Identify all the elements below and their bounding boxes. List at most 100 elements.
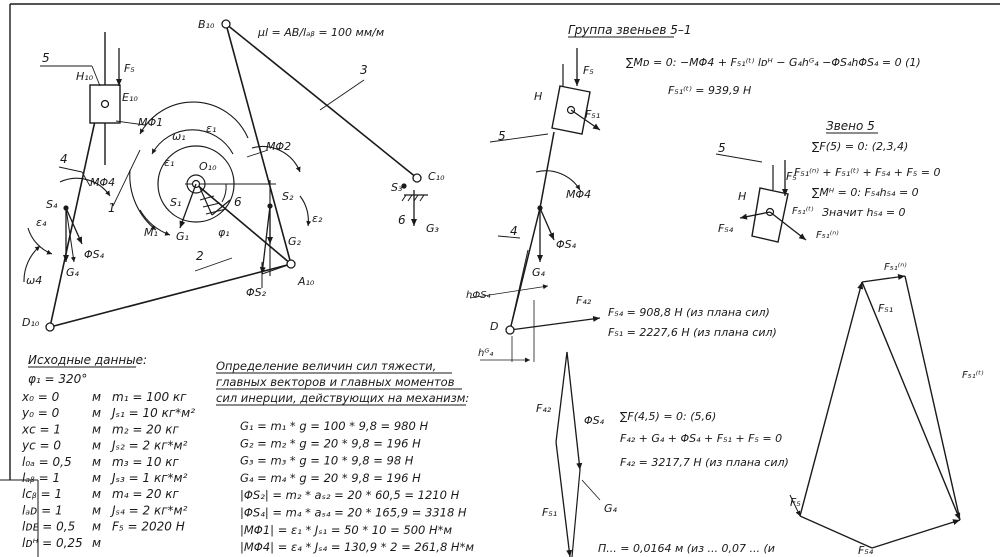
initial-row-9-col-0: lᴅᴴ = 0,25 (22, 536, 83, 550)
initial-row-2-col-1: м (92, 422, 101, 436)
result-f42: F₄₂ = 3217,7 H (из плана сил) (620, 456, 789, 469)
mechanism-labels: μl = AB/lₐᵦ = 100 мм/м B₁₀ C₁₀ A₁₀ D₁₀ E… (22, 18, 445, 329)
point-H: H₁₀ (76, 70, 94, 83)
initial-row-6-col-1: м (92, 487, 101, 501)
initial-row-5-col-0: lₐᵦ = 1 (22, 471, 60, 485)
force-PhiS2: ΦS₂ (246, 286, 267, 299)
initial-row-6-col-2: m₄ = 20 кг (112, 487, 180, 501)
initial-phi: φ₁ = 320° (28, 372, 87, 386)
initial-row-5-col-1: м (92, 471, 101, 485)
group-5-1: Группа звеньев 5–1 ∑Mᴅ = 0: −MΦ4 + F₅₁⁽ᵗ… (466, 23, 921, 363)
link5-block: Звено 5 ∑F(5) = 0: (2,3,4) F₅₁⁽ⁿ⁾ + F₅₁⁽… (715, 119, 940, 243)
inertia-line-3: G₄ = m₄ * g = 20 * 9,8 = 196 H (240, 471, 421, 485)
result-vec45: F₄₂ + G₄ + ΦS₄ + F₅₁ + F₅ = 0 (620, 432, 782, 445)
result-f51: F₅₁ = 2227,6 H (из плана сил) (608, 326, 777, 339)
phi1: φ₁ (218, 226, 230, 239)
fp-G4: G₄ (604, 502, 618, 515)
g-link-4: 4 (510, 224, 518, 238)
link5-title: Звено 5 (826, 119, 875, 133)
link5-line-4: Значит h₅₄ = 0 (822, 206, 906, 219)
point-C: C₁₀ (428, 170, 445, 183)
inertia-title-1: Определение величин сил тяжести, (216, 359, 436, 373)
point-S2: S₂ (282, 190, 294, 203)
eps2: ε₂ (312, 212, 323, 225)
inertia-line-1: G₂ = m₂ * g = 20 * 9,8 = 196 H (240, 436, 421, 450)
fp-PhiS4: ΦS₄ (584, 414, 605, 427)
inertia-title-3: сил инерции, действующих на механизм: (216, 391, 469, 405)
initial-row-1-col-1: м (92, 406, 101, 420)
force-G2: G₂ (288, 235, 302, 248)
initial-row-3-col-0: yᴄ = 0 (21, 439, 61, 453)
link-2: 2 (196, 249, 204, 263)
fp-F51: F₅₁ (878, 302, 893, 315)
force-plan-right: F₅₁⁽ⁿ⁾ F₅₁ F₅₁⁽ᵗ⁾ F₅ F₅₄ (789, 262, 984, 557)
initial-row-0-col-2: m₁ = 100 кг (112, 390, 187, 404)
fp-F51n: F₅₁⁽ⁿ⁾ (884, 262, 907, 273)
point-A: A₁₀ (297, 275, 315, 288)
initial-row-8-col-0: lᴅᴇ = 0,5 (22, 520, 75, 534)
fp-F42: F₄₂ (536, 402, 552, 415)
force-G3: G₃ (426, 222, 440, 235)
initial-row-7-col-1: м (92, 503, 101, 517)
label-scale: μl = AB/lₐᵦ = 100 мм/м (257, 26, 384, 39)
initial-row-4-col-2: m₃ = 10 кг (112, 455, 180, 469)
moment-MPhi2: MΦ2 (266, 140, 291, 153)
g-PhiS4: ΦS₄ (556, 238, 577, 251)
group-result: F₅₁⁽ᵗ⁾ = 939,9 H (668, 84, 751, 97)
point-S1: S₁ (170, 196, 181, 209)
inertia-line-0: G₁ = m₁ * g = 100 * 9,8 = 980 H (240, 419, 428, 433)
link-5: 5 (42, 51, 50, 65)
force-G1: G₁ (176, 230, 189, 243)
g-F51: F₅₁ (585, 108, 600, 121)
link5-F51t: F₅₁⁽ᵗ⁾ (792, 206, 814, 217)
link-3: 3 (360, 63, 368, 77)
initial-row-3-col-1: м (92, 439, 101, 453)
moment-MPhi4: MΦ4 (90, 176, 115, 189)
g-hG: hᴳ₄ (478, 348, 493, 359)
g-hPhi: hΦS₄ (466, 290, 491, 301)
force-plan-middle: F₄₂ ΦS₄ F₅₁ G₄ (536, 351, 618, 557)
result-eq45: ∑F(4,5) = 0: (5,6) (620, 410, 716, 423)
initial-row-7-col-0: lₐᴅ = 1 (22, 503, 63, 517)
eps4: ε₄ (36, 216, 47, 229)
group-equation-1: ∑Mᴅ = 0: −MΦ4 + F₅₁⁽ᵗ⁾ lᴅᴴ − G₄hᴳ₄ −ΦS₄h… (626, 56, 921, 69)
cut-bottom-text: П... = 0,0164 м (из ... 0,07 ... (и (598, 542, 775, 555)
initial-row-1-col-2: Jₛ₁ = 10 кг*м² (110, 406, 195, 420)
inertia-block: Определение величин сил тяжести, главных… (216, 359, 474, 554)
fp-F54: F₅₄ (858, 544, 874, 557)
point-S4: S₄ (46, 198, 58, 211)
fp-F51t: F₅₁⁽ᵗ⁾ (962, 370, 984, 381)
initial-row-7-col-2: Jₛ₄ = 2 кг*м² (110, 503, 188, 517)
initial-row-0-col-1: м (92, 390, 101, 404)
eps1-outer: ε₁ (206, 122, 216, 135)
initial-row-9-col-1: м (92, 536, 101, 550)
initial-row-1-col-0: y₀ = 0 (21, 406, 60, 420)
link-1: 1 (108, 201, 116, 215)
point-S3: S₃ (391, 181, 403, 194)
force-F5: F₅ (124, 62, 135, 75)
omega1: ω₁ (172, 130, 186, 143)
moment-M1: M₁ (144, 226, 158, 239)
initial-title: Исходные данные: (28, 353, 147, 367)
initial-data: Исходные данные: φ₁ = 320° x₀ = 0 м m₁ = 1… (21, 353, 195, 550)
fp-F51-mid: F₅₁ (542, 506, 557, 519)
g-F42: F₄₂ (576, 294, 592, 307)
result-f54: F₅₄ = 908,8 H (из плана сил) (608, 306, 770, 319)
initial-row-6-col-0: lᴄᵦ = 1 (22, 487, 62, 501)
link5-F54: F₅₄ (718, 222, 734, 235)
inertia-title-2: главных векторов и главных моментов (216, 375, 455, 389)
g-D: D (490, 320, 498, 333)
initial-row-2-col-0: xᴄ = 1 (21, 422, 61, 436)
link5-line-1: ∑F(5) = 0: (2,3,4) (812, 140, 908, 153)
link-6-ground: 6 (234, 195, 242, 209)
fp-F5: F₅ (790, 496, 801, 509)
inertia-line-2: G₃ = m₃ * g = 10 * 9,8 = 98 H (240, 454, 414, 468)
initial-row-0-col-0: x₀ = 0 (21, 390, 60, 404)
point-D: D₁₀ (22, 316, 40, 329)
moment-MPhi1: MΦ1 (138, 116, 163, 129)
g-H: H (534, 90, 542, 103)
g-G4: G₄ (532, 266, 546, 279)
